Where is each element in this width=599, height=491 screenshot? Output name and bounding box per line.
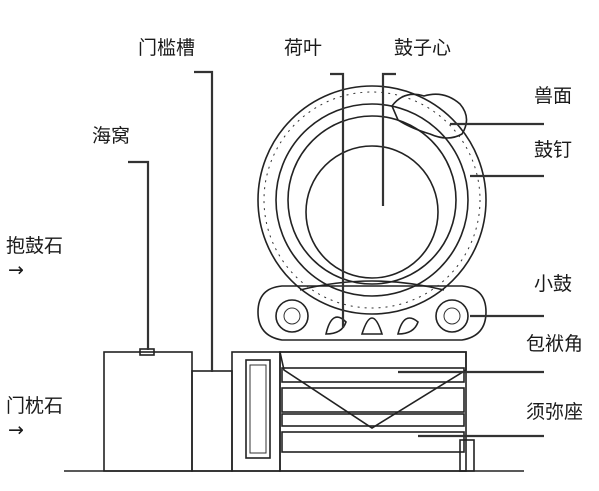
label-shou-mian: 兽面	[534, 85, 572, 107]
label-gu-ding: 鼓钉	[534, 139, 572, 161]
lotus-leaf-center	[360, 317, 384, 335]
label-men-kan-cao: 门槛槽	[138, 37, 195, 59]
drum-nail-ring	[263, 91, 481, 309]
xumizuo-plinth	[281, 431, 465, 453]
xumizuo-band-upper	[281, 367, 465, 383]
xiaogu-scroll-right-inner	[443, 307, 461, 325]
xumizuo-band-lower	[281, 413, 465, 427]
drum-outer-ring	[257, 85, 487, 315]
leader-he-ye	[330, 72, 345, 328]
label-xiao-gu: 小鼓	[534, 273, 572, 295]
leader-hai-wo	[128, 160, 150, 350]
label-he-ye: 荷叶	[284, 37, 322, 59]
label-men-zhen-shi: 门枕石	[6, 395, 63, 417]
label-bao-fu-jiao: 包袱角	[526, 333, 583, 355]
lotus-leaf-left	[324, 316, 347, 335]
label-bao-gu-shi: 抱鼓石	[6, 235, 63, 257]
baofujiao-cloth	[279, 351, 467, 429]
xiaogu-scroll-right	[435, 299, 469, 333]
drum-inner-ring	[275, 103, 469, 297]
front-panel-inset	[245, 359, 271, 459]
label-hai-wo: 海窝	[92, 125, 130, 147]
arrow-bao-gu-shi: →	[8, 259, 24, 281]
xiaogu-scroll-left	[275, 299, 309, 333]
xiaogu-scroll-left-inner	[283, 307, 301, 325]
beast-face	[391, 93, 468, 139]
xumizuo-plinth-step	[459, 439, 475, 472]
xumizuo-band-middle	[281, 387, 465, 413]
front-panel-inset-inner	[249, 364, 267, 454]
lotus-leaf-right	[396, 317, 419, 335]
label-xu-mi-zuo: 须弥座	[526, 401, 583, 423]
label-gu-zi-xin: 鼓子心	[394, 37, 451, 59]
threshold-slot-step	[191, 370, 233, 472]
xiaogu-scroll-base	[257, 285, 487, 341]
arrow-men-zhen-shi: →	[8, 419, 24, 441]
leader-gu-zi-xin	[381, 72, 396, 206]
leader-men-kan-cao	[194, 70, 214, 372]
he-ye-rim	[299, 280, 445, 291]
door-pillow-block	[103, 351, 193, 472]
drum-face-ring	[287, 115, 457, 285]
drum-heart-carving	[305, 145, 439, 279]
